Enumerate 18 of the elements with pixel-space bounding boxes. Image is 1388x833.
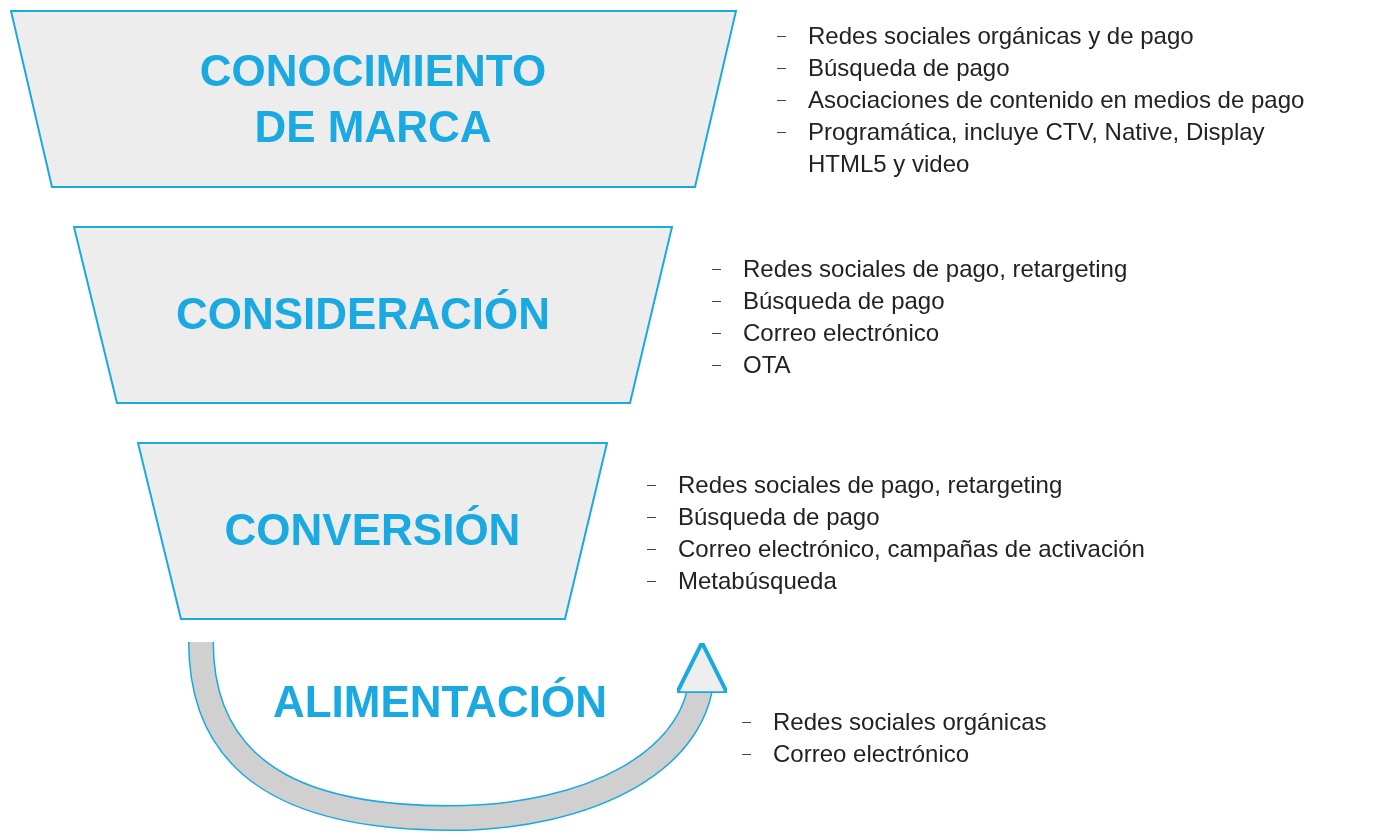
- stage-title: CONSIDERACIÓN: [175, 288, 551, 340]
- stage-title: CONOCIMIENTO DE MARCA: [198, 45, 548, 153]
- list-item-text: Programática, incluye CTV, Native, Display HTML5 y video: [808, 118, 1265, 177]
- stage-title: ALIMENTACIÓN: [240, 672, 640, 732]
- list-item-text: Redes sociales orgánicas: [773, 708, 1047, 735]
- list-item-text: Búsqueda de pago: [678, 503, 880, 530]
- list-item-text: Asociaciones de contenido en medios de pago: [808, 86, 1305, 113]
- list-item-text: Redes sociales de pago, retargeting: [678, 471, 1063, 498]
- list-item-text: Correo electrónico: [773, 740, 970, 767]
- list-item-text: Metabúsqueda: [678, 567, 837, 594]
- list-item-text: Búsqueda de pago: [808, 54, 1010, 81]
- stage-title: CONVERSIÓN: [223, 504, 522, 556]
- list-item-text: Correo electrónico, campañas de activación: [678, 535, 1145, 562]
- list-item-text: Redes sociales orgánicas y de pago: [808, 22, 1194, 49]
- list-item-text: OTA: [743, 351, 791, 378]
- list-item-text: Correo electrónico: [743, 319, 940, 346]
- list-item-text: Búsqueda de pago: [743, 287, 945, 314]
- list-item-text: Redes sociales de pago, retargeting: [743, 255, 1128, 282]
